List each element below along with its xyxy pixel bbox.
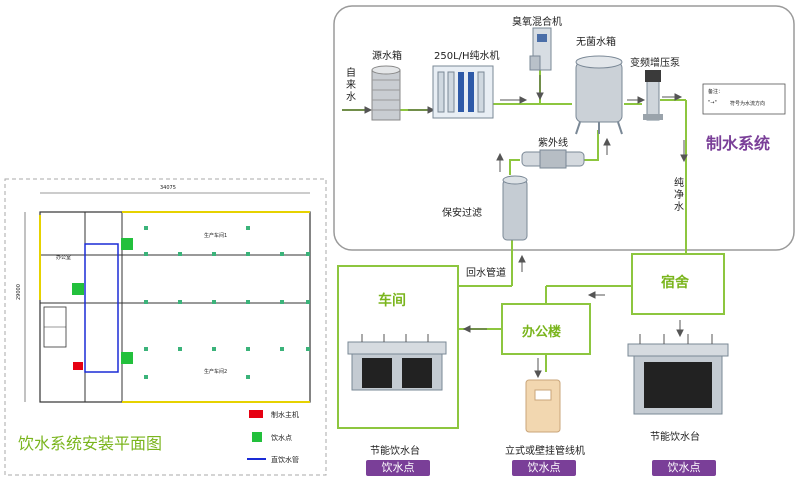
- office-box: [501, 303, 591, 355]
- pure-water-label: 纯净水: [674, 178, 684, 213]
- legend-main-unit-label: 制水主机: [271, 411, 299, 419]
- dispenser-mid-illustration: [525, 379, 561, 433]
- sterile-tank-label: 无菌水箱: [576, 37, 616, 48]
- source-tank-illustration: [371, 65, 401, 121]
- tank-label: 源水箱: [372, 51, 402, 62]
- dispenser-mid-label: 立式或壁挂管线机: [505, 446, 585, 457]
- point-tag-left: 饮水点: [366, 460, 430, 476]
- filter-label: 保安过滤: [442, 208, 482, 219]
- uv-label: 紫外线: [538, 138, 568, 149]
- legend-drink-point-label: 饮水点: [271, 434, 292, 442]
- point-tag-mid: 饮水点: [512, 460, 576, 476]
- note-title: 备注：: [708, 89, 724, 95]
- drink-point-marker: [121, 352, 133, 364]
- ro-machine-illustration: [432, 65, 494, 119]
- pipe-route: [84, 243, 119, 373]
- workshop-label: 车间: [378, 293, 406, 309]
- floorplan-title: 饮水系统安装平面图: [18, 434, 163, 453]
- note-arrow: "→": [708, 100, 717, 106]
- return-pipe-label: 回水管道: [466, 268, 506, 279]
- ozone-mixer-label: 臭氧混合机: [512, 17, 562, 28]
- ro-machine-label: 250L/H纯水机: [434, 51, 500, 62]
- note-box: [702, 83, 786, 115]
- legend-swatch-main: [249, 410, 263, 418]
- dormitory-box: [631, 253, 725, 315]
- flow-arrows: [342, 75, 688, 379]
- drink-point-marker: [121, 238, 133, 250]
- filter-illustration: [502, 175, 528, 241]
- system-panel: [333, 5, 795, 251]
- room-workshop2-label: 生产车间2: [204, 369, 228, 375]
- dispenser-left-illustration: [347, 334, 447, 391]
- system-title: 制水系统: [706, 134, 771, 153]
- legend-pipe-label: 直饮水管: [271, 456, 299, 464]
- column-markers: [144, 226, 310, 379]
- source-water-label: 自来水: [346, 68, 356, 103]
- dimension-top-label: 34075: [160, 185, 176, 191]
- uv-illustration: [521, 149, 585, 169]
- main-unit-marker: [73, 362, 83, 370]
- legend-swatch-point: [252, 432, 262, 442]
- drink-point-marker: [72, 283, 84, 295]
- ozone-mixer-illustration: [529, 27, 552, 71]
- point-tag-right: 饮水点: [652, 460, 716, 476]
- booster-pump-label: 变频增压泵: [630, 58, 680, 69]
- floorplan-frame: [4, 178, 327, 476]
- note-text: 符号为水流方向: [730, 101, 766, 107]
- dormitory-label: 宿舍: [661, 275, 689, 291]
- sterile-tank-illustration: [575, 55, 623, 135]
- dispenser-right-illustration: [627, 334, 729, 415]
- booster-pump-illustration: [643, 70, 663, 121]
- dispenser-left-label: 节能饮水台: [370, 446, 420, 457]
- office-label: 办公楼: [522, 325, 562, 340]
- room-office-label: 办公室: [56, 255, 72, 261]
- room-workshop1-label: 生产车间1: [204, 233, 228, 239]
- dimension-left-label: 29000: [16, 284, 22, 300]
- building-outline: [39, 211, 311, 403]
- dispenser-right-label: 节能饮水台: [650, 432, 700, 443]
